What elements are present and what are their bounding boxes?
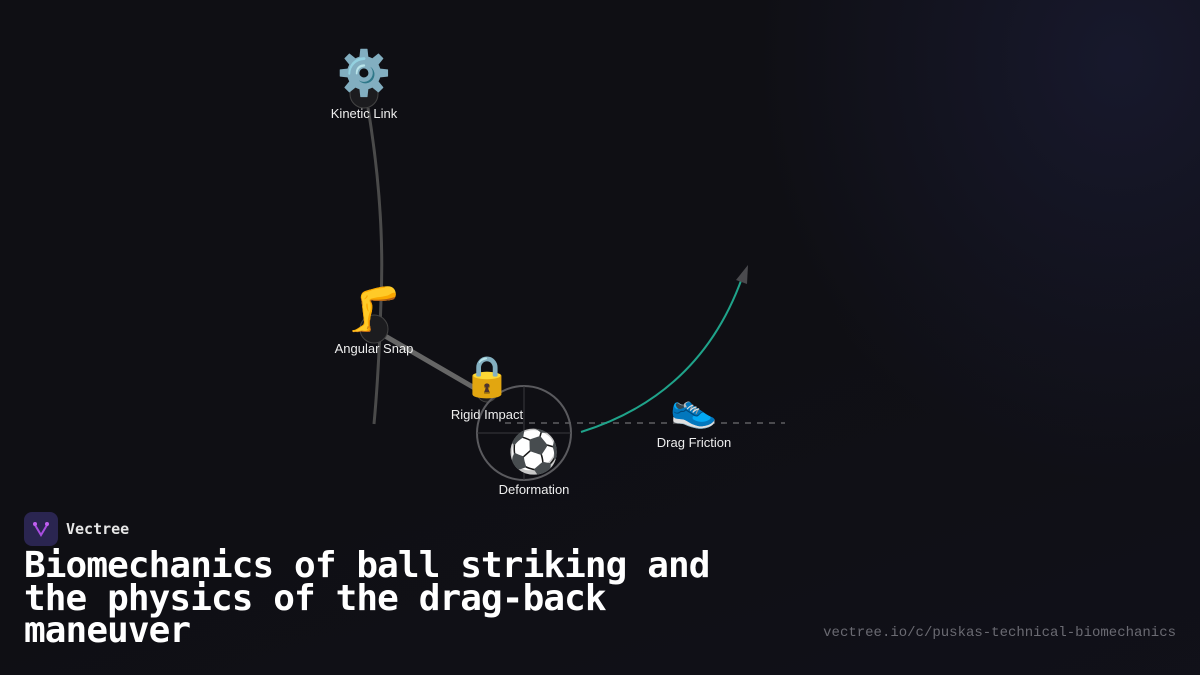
leg-icon: 🦵	[346, 284, 402, 335]
soccer-ball-icon: ⚽	[507, 427, 561, 476]
brand: Vectree	[24, 512, 129, 546]
shin-segment	[378, 330, 480, 393]
node-label-angular-snap: Angular Snap	[334, 341, 414, 356]
lock-icon: 🔒	[462, 354, 512, 400]
angular-snap-joint	[359, 314, 389, 344]
limb-curve	[366, 107, 384, 425]
page-title: Biomechanics of ball striking and the ph…	[24, 545, 710, 651]
gear-icon: ⚙️	[336, 48, 392, 99]
kinetic-link-joint	[349, 79, 379, 109]
brand-name: Vectree	[66, 520, 130, 538]
trajectory-curve	[580, 277, 743, 433]
source-url[interactable]: vectree.io/c/puskas-technical-biomechani…	[823, 625, 1176, 641]
vectree-logo-icon	[24, 512, 58, 546]
node-label-deformation: Deformation	[498, 482, 570, 497]
sneaker-icon: 👟	[670, 386, 718, 430]
trajectory-arrowhead	[736, 265, 748, 284]
node-label-drag-friction: Drag Friction	[656, 435, 732, 450]
node-label-kinetic-link: Kinetic Link	[330, 106, 398, 121]
rigid-impact-joint	[476, 381, 498, 403]
node-label-rigid-impact: Rigid Impact	[450, 407, 524, 422]
